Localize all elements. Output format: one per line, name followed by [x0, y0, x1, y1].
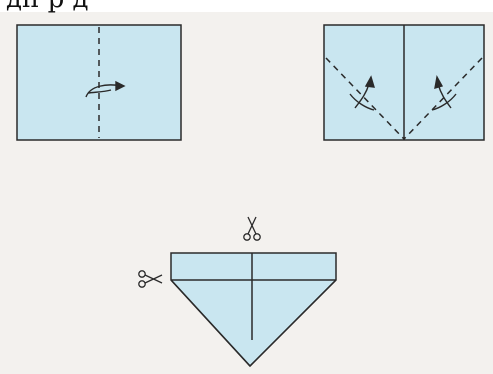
step-3-right-edge	[249, 279, 337, 367]
fold-arrow-icon	[85, 80, 126, 98]
step-3-shape	[170, 252, 337, 368]
step-1-panel	[16, 24, 182, 141]
scissors-icon	[138, 270, 163, 288]
step-2-left-fold-line	[325, 57, 405, 140]
step-2-right-fold-line	[403, 57, 483, 140]
step-3-panel	[138, 216, 337, 368]
fold-arrow-icon	[431, 74, 457, 111]
step-3-left-edge	[170, 279, 251, 367]
caption-bar: дп р д	[0, 0, 493, 12]
step-2-panel	[323, 24, 485, 141]
fold-arrow-icon	[349, 75, 375, 111]
caption-text: дп р д	[6, 0, 89, 12]
scissors-icon	[243, 216, 261, 241]
